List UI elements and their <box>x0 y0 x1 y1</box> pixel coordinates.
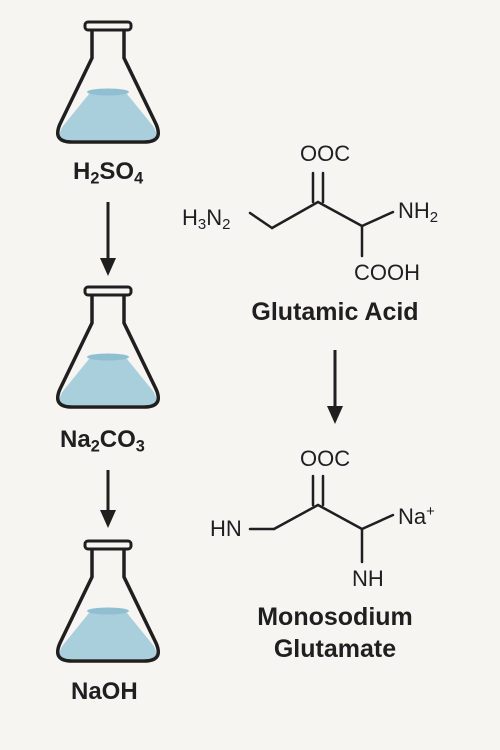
arrow-flask1-to-flask2 <box>100 202 116 276</box>
glutamic-acid-skeleton <box>248 171 395 258</box>
msg-skeleton <box>248 474 395 564</box>
msg-bottom-group: NH <box>352 566 384 591</box>
glutamic-acid-name: Glutamic Acid <box>251 298 419 326</box>
glutamic-right-group: NH2 <box>398 198 439 227</box>
flask-2-icon <box>56 285 160 409</box>
glutamic-top-group: OOC <box>300 141 351 166</box>
msg-left-group: HN <box>210 516 242 541</box>
glutamic-bottom-group: COOH <box>354 260 420 285</box>
flask-3-icon <box>56 539 160 663</box>
glutamic-left-group: H3N2 <box>182 205 231 234</box>
msg-name-line1: Monosodium <box>257 603 413 631</box>
arrow-glutamic-to-msg <box>327 350 343 424</box>
flask-2-formula: Na2CO3 <box>60 426 145 456</box>
arrow-flask2-to-flask3 <box>100 470 116 528</box>
msg-name-line2: Glutamate <box>273 635 397 663</box>
flask-1-formula: H2SO4 <box>73 158 144 188</box>
msg-top-group: OOC <box>300 446 351 471</box>
flask-3-formula: NaOH <box>71 678 138 705</box>
msg-right-group: Na+ <box>398 503 435 530</box>
flask-1-icon <box>56 20 160 144</box>
